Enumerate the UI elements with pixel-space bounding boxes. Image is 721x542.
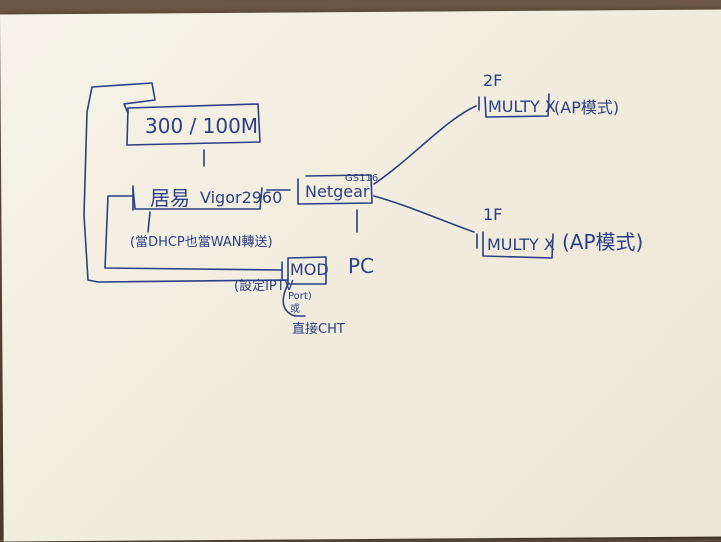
router-note-tick: [147, 211, 151, 233]
mod-note-port: Port): [288, 291, 312, 302]
floor1-box-outline: [482, 231, 554, 259]
switch-1f-line: [373, 195, 475, 233]
isp-box-outline: [126, 103, 261, 146]
mod-note-prefix: (設定IPTV: [234, 279, 294, 294]
switch-brand-label: Netgear: [305, 182, 370, 201]
router-brand-label: 居易: [150, 186, 190, 210]
floor1-device-label: MULTY X: [487, 235, 555, 254]
mod-label: MOD: [290, 260, 329, 279]
outer-loop-line: [83, 82, 289, 283]
switch-model-label: GS116: [345, 173, 379, 184]
mod-or-label: 或: [290, 304, 300, 315]
floor2-box-outline: [484, 93, 550, 118]
mod-box-outline: [287, 256, 327, 285]
router-mod-line: [104, 195, 283, 271]
floor2-label: 2F: [483, 71, 503, 90]
router-box-outline: [132, 187, 263, 210]
pc-label: PC: [348, 254, 375, 278]
mod-bottom-loop: [282, 283, 306, 317]
floor2-mode-label: (AP模式): [554, 98, 620, 117]
floor1-mode-label: (AP模式): [562, 230, 644, 254]
switch-2f-line: [373, 105, 477, 185]
switch-box-top: [305, 174, 371, 177]
mod-direct-label: 直接CHT: [292, 322, 345, 337]
router-model-label: Vigor2960: [200, 188, 283, 207]
floor2-device-label: MULTY X: [488, 97, 556, 116]
router-note-label: (當DHCP也當WAN轉送): [130, 235, 273, 250]
switch-box-outline: [297, 174, 373, 205]
isp-box-label: 300 / 100M: [145, 114, 259, 138]
floor1-label: 1F: [483, 205, 503, 224]
